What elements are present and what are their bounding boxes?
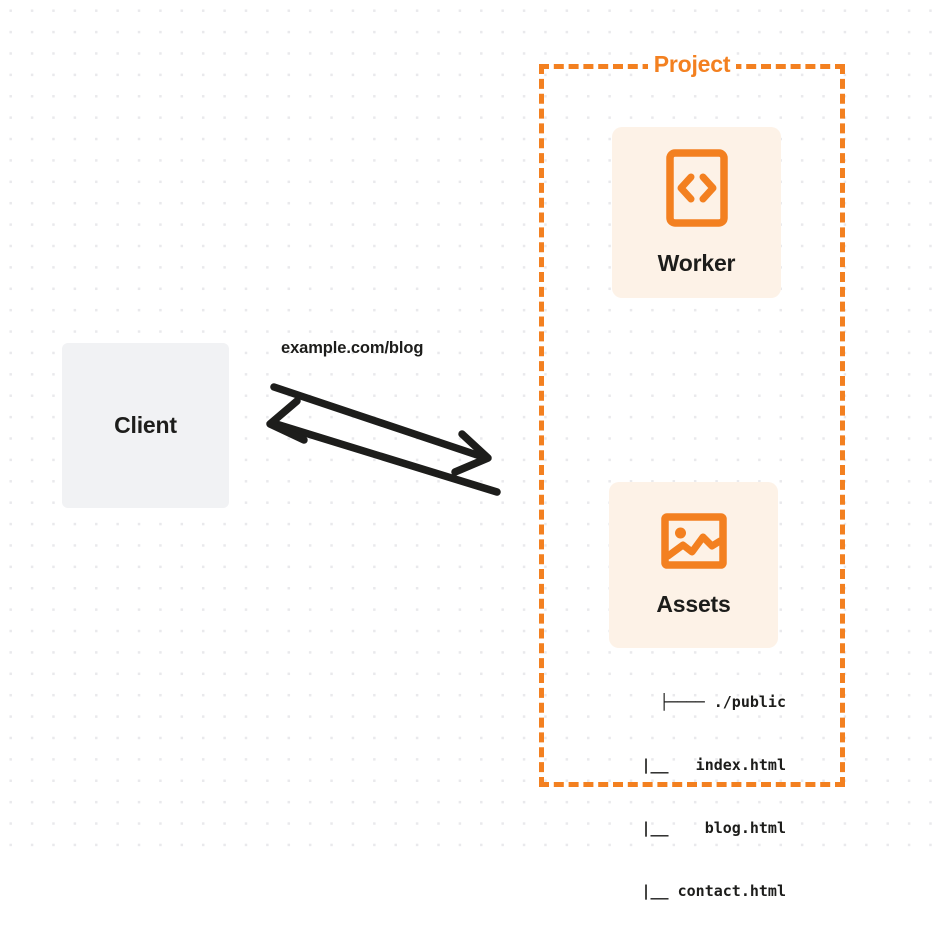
node-worker[interactable]: Worker bbox=[612, 127, 781, 298]
project-label-text: Project bbox=[647, 51, 737, 77]
node-assets-label: Assets bbox=[656, 591, 731, 617]
code-brackets-icon bbox=[665, 148, 728, 232]
connection-label: example.com/blog bbox=[281, 339, 424, 357]
project-label: Project bbox=[539, 50, 845, 78]
arrow-response bbox=[266, 397, 501, 496]
image-icon bbox=[660, 512, 727, 575]
file-tree-line-index: |__ index.html bbox=[623, 756, 786, 774]
file-tree-line-root: ├──── ./public bbox=[659, 693, 786, 711]
arrow-request bbox=[270, 383, 492, 476]
node-client[interactable]: Client bbox=[62, 343, 229, 508]
assets-file-tree: ├──── ./public |__ index.html |__ blog.h… bbox=[560, 650, 786, 944]
node-assets[interactable]: Assets bbox=[609, 482, 778, 648]
file-tree-line-blog: |__ blog.html bbox=[623, 819, 786, 837]
file-tree-line-contact: |__ contact.html bbox=[623, 882, 786, 900]
diagram-canvas: Project Worker Assets ├──── ./public |__… bbox=[0, 0, 938, 900]
node-client-label: Client bbox=[114, 412, 177, 438]
node-worker-label: Worker bbox=[657, 249, 736, 276]
